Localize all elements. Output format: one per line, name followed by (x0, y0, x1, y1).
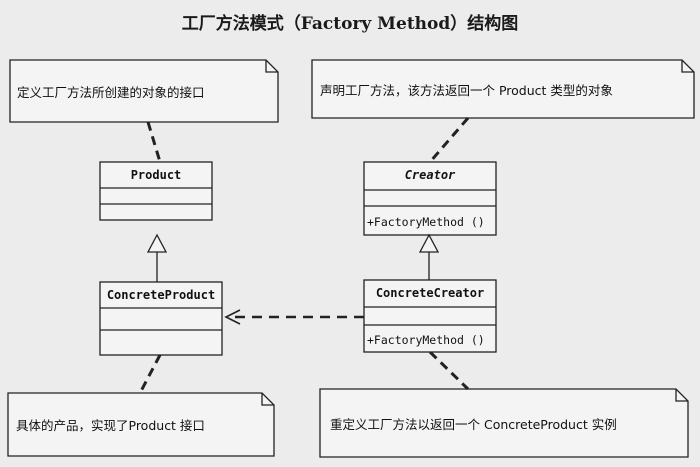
class-creator (363, 161, 497, 236)
inheritance-creator (418, 233, 440, 280)
concrete-creator-factory-method: +FactoryMethod () (367, 333, 485, 347)
anchor-creator-note (428, 117, 470, 163)
creator-factory-method: +FactoryMethod () (367, 215, 485, 229)
class-product (99, 161, 213, 221)
dependency-arrow (224, 309, 364, 325)
product-class-name: Product (130, 168, 182, 182)
creator-class-name: Creator (404, 168, 456, 182)
concrete-creator-class-name: ConcreteCreator (375, 286, 485, 300)
inheritance-product (146, 233, 168, 282)
creator-note-text: 声明工厂方法，该方法返回一个 Product 类型的对象 (320, 83, 613, 98)
note-creator (311, 59, 695, 119)
concrete-product-note-text: 具体的产品，实现了Product 接口 (16, 418, 205, 433)
anchor-concrete-creator-note (428, 350, 470, 391)
concrete-product-class-name: ConcreteProduct (106, 288, 216, 302)
note-concrete-product (7, 392, 275, 457)
class-concrete-creator (363, 279, 497, 353)
anchor-product-note (146, 121, 162, 163)
class-concrete-product (99, 281, 223, 356)
note-concrete-creator (319, 388, 689, 458)
diagram-title: 工厂方法模式（Factory Method）结构图 (181, 14, 519, 34)
concrete-creator-note-text: 重定义工厂方法以返回一个 ConcreteProduct 实例 (330, 417, 617, 432)
product-note-text: 定义工厂方法所创建的对象的接口 (17, 85, 205, 100)
anchor-concrete-product-note (138, 354, 162, 394)
note-product (9, 59, 279, 123)
